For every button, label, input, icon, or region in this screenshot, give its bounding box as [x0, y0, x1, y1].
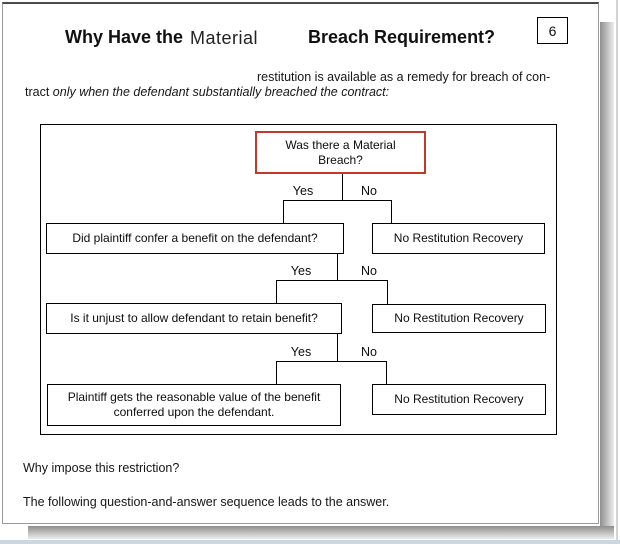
result-box-line1: Plaintiff gets the reasonable value of t… — [67, 390, 321, 404]
connector-line — [342, 174, 343, 201]
outcome-box-text: No Restitution Recovery — [394, 311, 524, 325]
intro-line-2: tract only when the defendant substantia… — [25, 85, 389, 99]
outcome-box-text: No Restitution Recovery — [394, 392, 524, 406]
connector-line — [337, 254, 338, 280]
page-number-box: 6 — [537, 17, 568, 44]
slide-drop-shadow-bottom — [28, 526, 614, 539]
slide-title-suffix: Breach Requirement? — [308, 27, 496, 47]
window-edge-line — [616, 0, 618, 544]
connector-line — [283, 200, 392, 201]
outcome-box-text: No Restitution Recovery — [393, 231, 524, 245]
decision-box-unjust-text: Is it unjust to allow defendant to retai… — [70, 311, 318, 325]
slide-title-inserted-word: Material — [190, 28, 259, 48]
yes-label: Yes — [290, 264, 312, 278]
root-question-line1: Was there a Material — [285, 137, 396, 152]
connector-line — [391, 200, 392, 224]
window-bottom-strip — [0, 540, 620, 544]
decision-box-benefit-text: Did plaintiff confer a benefit on the de… — [72, 231, 318, 245]
connector-line — [276, 361, 277, 384]
connector-line — [276, 280, 277, 304]
connector-line — [386, 361, 387, 384]
slide-drop-shadow-right — [600, 22, 614, 538]
no-label: No — [361, 184, 377, 198]
connector-line — [283, 200, 284, 224]
connector-line — [276, 280, 388, 281]
page-number: 6 — [548, 22, 557, 39]
yes-label: Yes — [290, 345, 312, 359]
connector-line — [276, 361, 387, 362]
result-box-reasonable-value: Plaintiff gets the reasonable value of t… — [47, 384, 341, 426]
connector-line — [387, 280, 388, 304]
no-label: No — [361, 264, 377, 278]
outcome-box-no-restitution-2: No Restitution Recovery — [372, 304, 546, 333]
intro-line-2-prefix: tract — [25, 85, 53, 99]
connector-line — [337, 334, 338, 361]
root-question-box: Was there a Material Breach? — [255, 131, 426, 174]
outcome-box-no-restitution-1: No Restitution Recovery — [372, 223, 545, 254]
root-question-line2: Breach? — [318, 152, 363, 167]
decision-box-unjust: Is it unjust to allow defendant to retai… — [46, 303, 342, 334]
footer-question: Why impose this restriction? — [23, 461, 180, 475]
decision-box-benefit: Did plaintiff confer a benefit on the de… — [46, 223, 344, 254]
intro-line-1: restitution is available as a remedy for… — [257, 70, 551, 84]
footer-note: The following question-and-answer sequen… — [23, 495, 390, 509]
outcome-box-no-restitution-3: No Restitution Recovery — [372, 384, 546, 415]
no-label: No — [361, 345, 377, 359]
flowchart-frame: Was there a Material Breach? Yes No Did … — [40, 124, 557, 435]
result-box-line2: conferred upon the defendant. — [113, 405, 275, 419]
yes-label: Yes — [292, 184, 314, 198]
intro-line-2-italic: only when the defendant substantially br… — [52, 85, 390, 99]
slide-title-prefix: Why Have the — [65, 27, 184, 47]
